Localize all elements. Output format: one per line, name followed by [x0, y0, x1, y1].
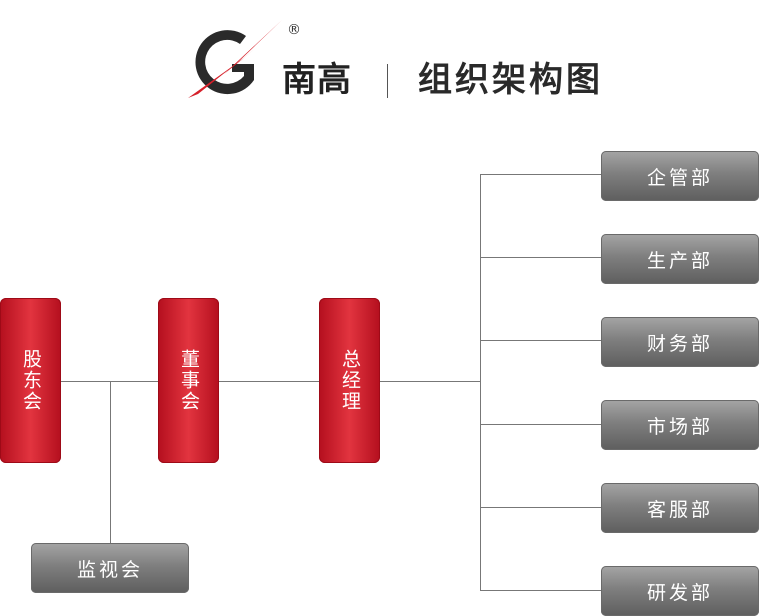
node-dept-rnd: 研发部 [601, 566, 759, 616]
node-label: 董事会 [178, 349, 200, 412]
node-dept-marketing: 市场部 [601, 400, 759, 450]
node-dept-enterprise-mgmt: 企管部 [601, 151, 759, 201]
node-label: 研发部 [646, 581, 713, 604]
node-dept-finance: 财务部 [601, 317, 759, 367]
node-label: 股东会 [20, 349, 42, 412]
node-label: 财务部 [646, 332, 713, 355]
logo-icon [188, 20, 282, 98]
node-shareholders: 股东会 [0, 298, 61, 463]
node-general-manager: 总经理 [319, 298, 380, 463]
node-label: 客服部 [646, 498, 713, 521]
registered-mark: ® [287, 22, 301, 38]
node-label: 企管部 [646, 166, 713, 189]
node-dept-customer-service: 客服部 [601, 483, 759, 533]
header-divider [387, 64, 388, 98]
node-board: 董事会 [158, 298, 219, 463]
node-label: 总经理 [339, 349, 361, 412]
node-supervisory: 监视会 [31, 543, 189, 593]
brand-name: 南高 [282, 60, 352, 100]
node-label: 监视会 [76, 558, 143, 581]
node-label: 市场部 [646, 415, 713, 438]
page-title: 组织架构图 [418, 60, 603, 100]
node-dept-production: 生产部 [601, 234, 759, 284]
node-label: 生产部 [646, 249, 713, 272]
